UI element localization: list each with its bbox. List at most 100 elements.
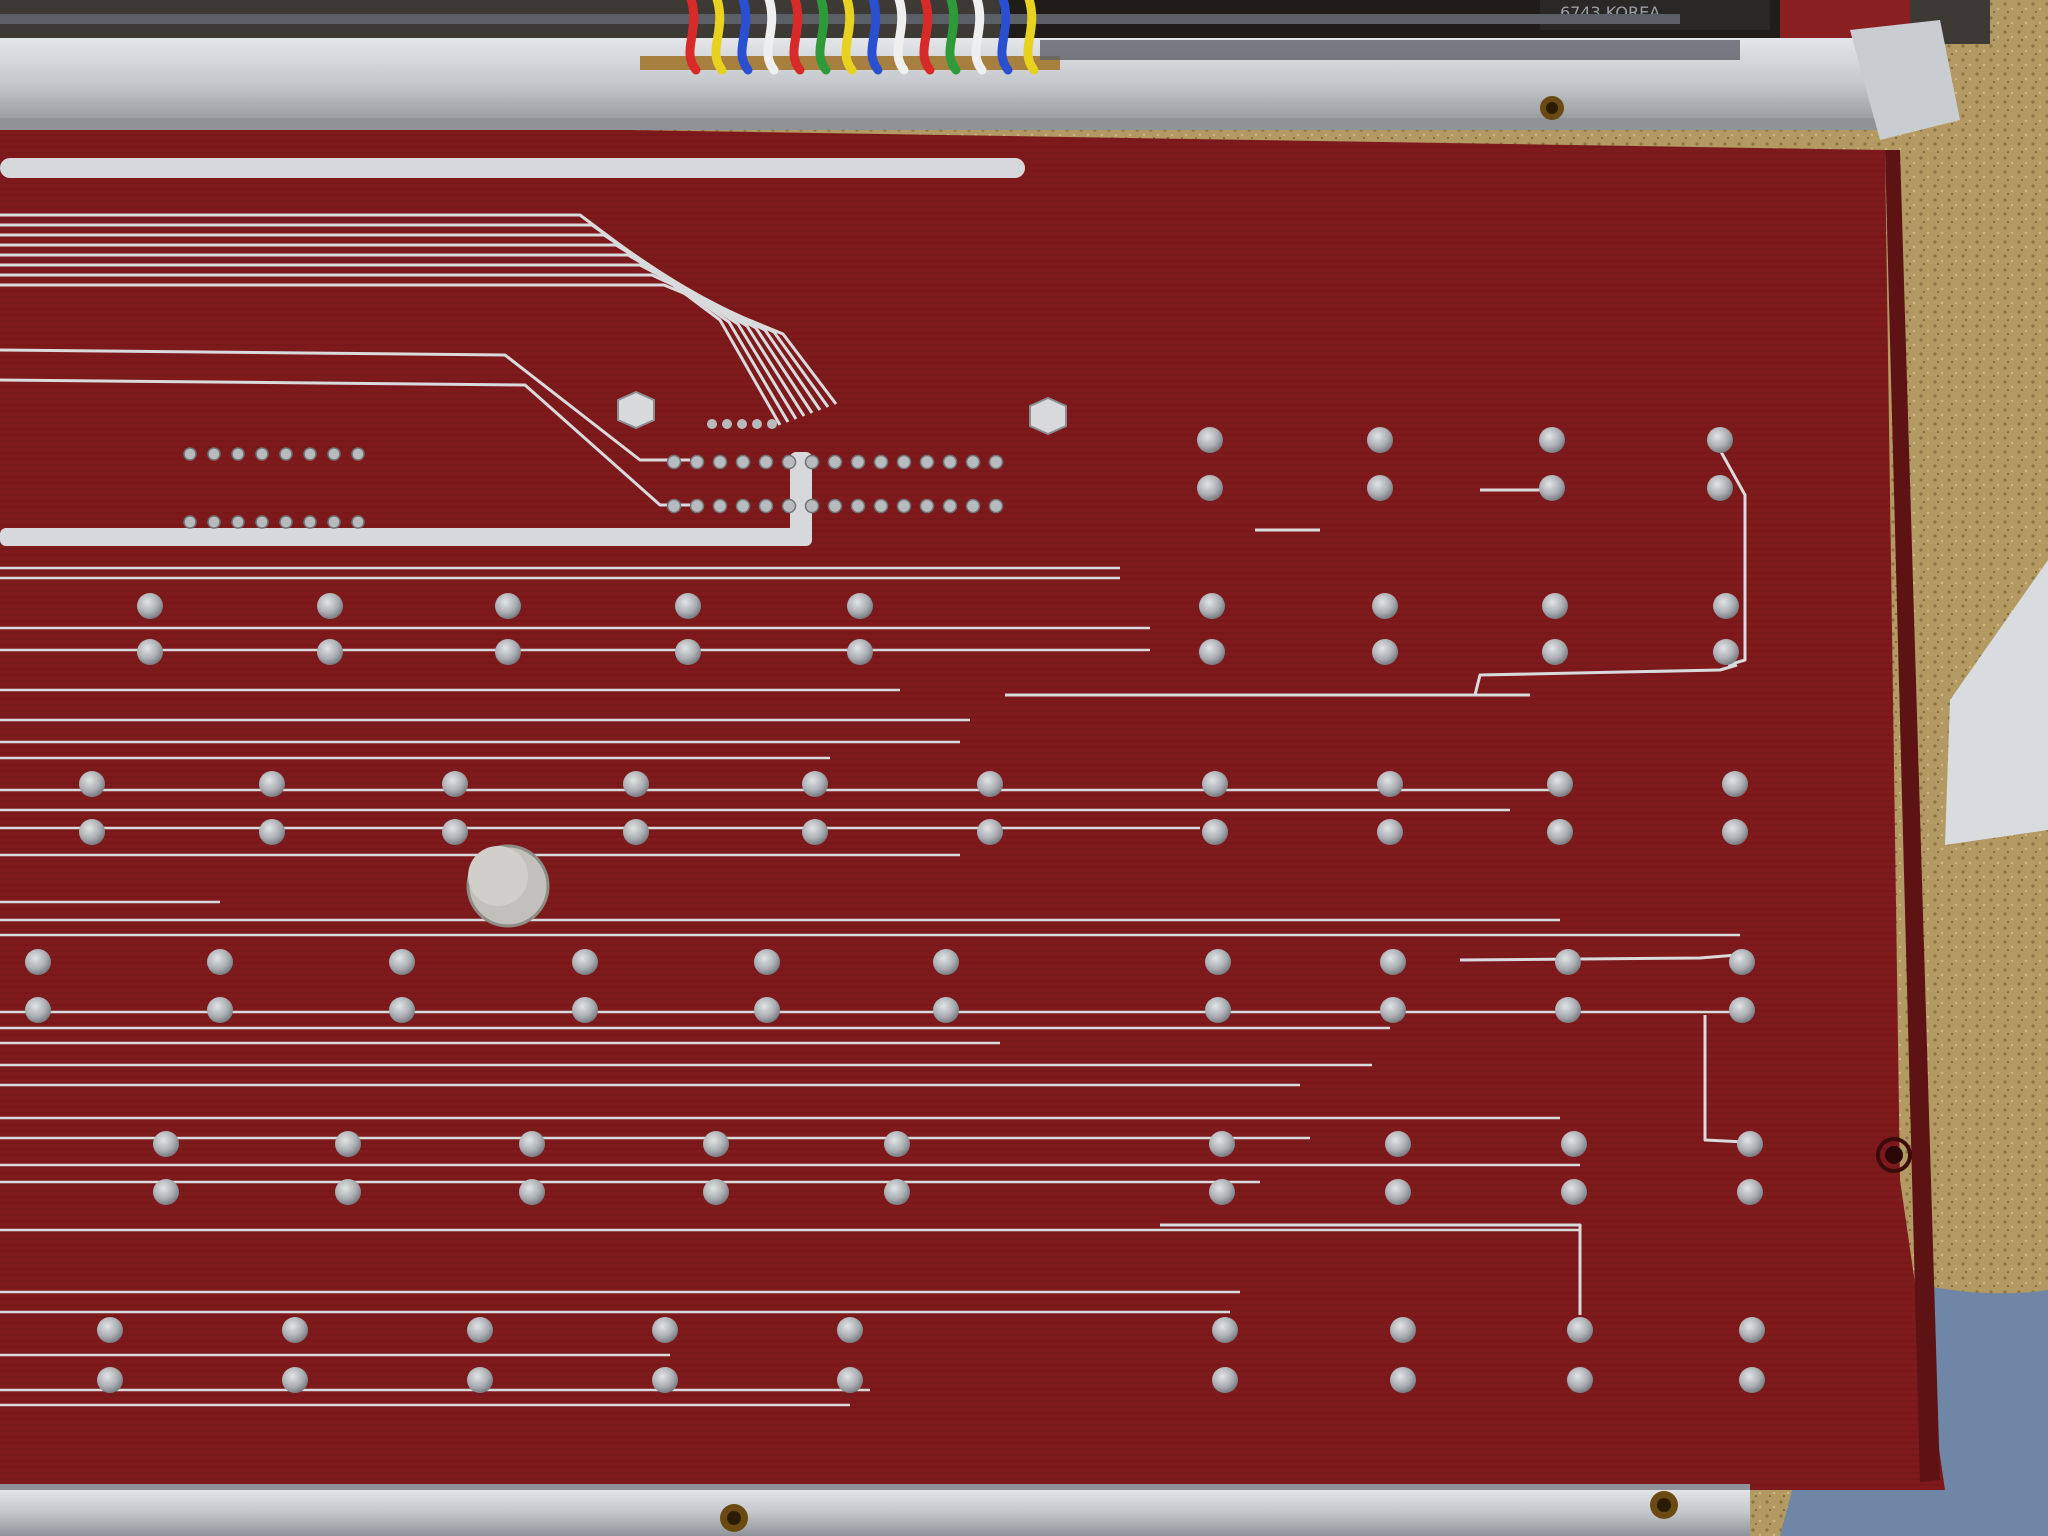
switch-pad xyxy=(1209,1131,1235,1157)
wire xyxy=(1023,0,1039,75)
switch-pad xyxy=(153,1131,179,1157)
switch-pad xyxy=(1209,1179,1235,1205)
switch-pads xyxy=(25,427,1765,1393)
switch-pad xyxy=(623,819,649,845)
wire xyxy=(971,0,987,75)
switch-pad xyxy=(1713,639,1739,665)
wire xyxy=(893,0,909,75)
trace xyxy=(0,283,838,405)
switch-pad xyxy=(1380,997,1406,1023)
switch-pad xyxy=(1205,949,1231,975)
switch-pad xyxy=(442,771,468,797)
switch-pad xyxy=(675,593,701,619)
board-hardware xyxy=(466,390,1912,1173)
switch-pad xyxy=(1722,819,1748,845)
ic-pad xyxy=(255,515,269,529)
mount-hole xyxy=(1876,1137,1912,1173)
switch-pad xyxy=(1707,427,1733,453)
switch-pad xyxy=(1372,639,1398,665)
switch-pad xyxy=(282,1367,308,1393)
switch-pad xyxy=(207,997,233,1023)
switch-pad xyxy=(1729,949,1755,975)
ic-pad xyxy=(781,498,797,514)
trace xyxy=(0,273,830,408)
wire xyxy=(997,0,1013,75)
ic-pad xyxy=(896,498,912,514)
switch-pad xyxy=(1212,1367,1238,1393)
switch-pad xyxy=(495,639,521,665)
wire xyxy=(737,0,753,75)
circuit-board xyxy=(0,120,1945,1490)
switch-pad xyxy=(1385,1131,1411,1157)
switch-pad xyxy=(137,593,163,619)
switch-pad xyxy=(1547,819,1573,845)
switch-pad xyxy=(389,949,415,975)
switch-pad xyxy=(1202,819,1228,845)
ic-pad xyxy=(183,447,197,461)
switch-pad xyxy=(1212,1317,1238,1343)
switch-pad xyxy=(335,1131,361,1157)
switch-pad xyxy=(1567,1367,1593,1393)
trace xyxy=(1459,953,1738,962)
switch-pad xyxy=(1202,771,1228,797)
ic-pad xyxy=(279,515,293,529)
switch-pad xyxy=(847,593,873,619)
switch-pad xyxy=(703,1131,729,1157)
switch-pad xyxy=(977,771,1003,797)
wire xyxy=(685,0,701,75)
switch-pad xyxy=(652,1317,678,1343)
ic-pad xyxy=(965,498,981,514)
ic-pad xyxy=(752,419,762,429)
switch-pad xyxy=(1367,427,1393,453)
ic-pad xyxy=(919,454,935,470)
ic-pad xyxy=(988,498,1004,514)
ic-pad xyxy=(873,498,889,514)
ic-pad xyxy=(873,454,889,470)
wire xyxy=(945,0,961,75)
ic-pad xyxy=(279,447,293,461)
switch-pad xyxy=(1197,427,1223,453)
switch-pad xyxy=(1199,639,1225,665)
switch-pad xyxy=(1739,1367,1765,1393)
switch-pad xyxy=(754,997,780,1023)
switch-pad xyxy=(1377,819,1403,845)
switch-pad xyxy=(754,949,780,975)
switch-pad xyxy=(1199,593,1225,619)
switch-pad xyxy=(1555,949,1581,975)
switch-pad xyxy=(703,1179,729,1205)
switch-pad xyxy=(97,1317,123,1343)
switch-pad xyxy=(1372,593,1398,619)
ic-pad xyxy=(351,447,365,461)
ic-pad xyxy=(850,454,866,470)
ic-pad xyxy=(689,454,705,470)
ic-pad xyxy=(988,454,1004,470)
switch-pad xyxy=(25,949,51,975)
ic-pad xyxy=(255,447,269,461)
switch-pad xyxy=(1542,593,1568,619)
switch-pad xyxy=(933,949,959,975)
switch-pad xyxy=(847,639,873,665)
switch-pad xyxy=(207,949,233,975)
ic-pad xyxy=(183,515,197,529)
switch-pad xyxy=(519,1179,545,1205)
ic-pad xyxy=(327,447,341,461)
ic-pad xyxy=(965,454,981,470)
switch-pad xyxy=(1739,1317,1765,1343)
ic-pad xyxy=(207,515,221,529)
ic-pad xyxy=(804,454,820,470)
ic-pad xyxy=(850,498,866,514)
wire xyxy=(841,0,857,75)
hex-nut xyxy=(617,390,655,430)
ic-pad xyxy=(804,498,820,514)
switch-pad xyxy=(1737,1179,1763,1205)
switch-pad xyxy=(317,639,343,665)
copper-traces xyxy=(0,213,1750,1407)
switch-pad xyxy=(802,771,828,797)
switch-pad xyxy=(1737,1131,1763,1157)
wire xyxy=(867,0,883,75)
trace xyxy=(0,348,690,462)
switch-pad xyxy=(1205,997,1231,1023)
switch-pad xyxy=(623,771,649,797)
ic-pad xyxy=(666,498,682,514)
ic-pad xyxy=(707,419,717,429)
